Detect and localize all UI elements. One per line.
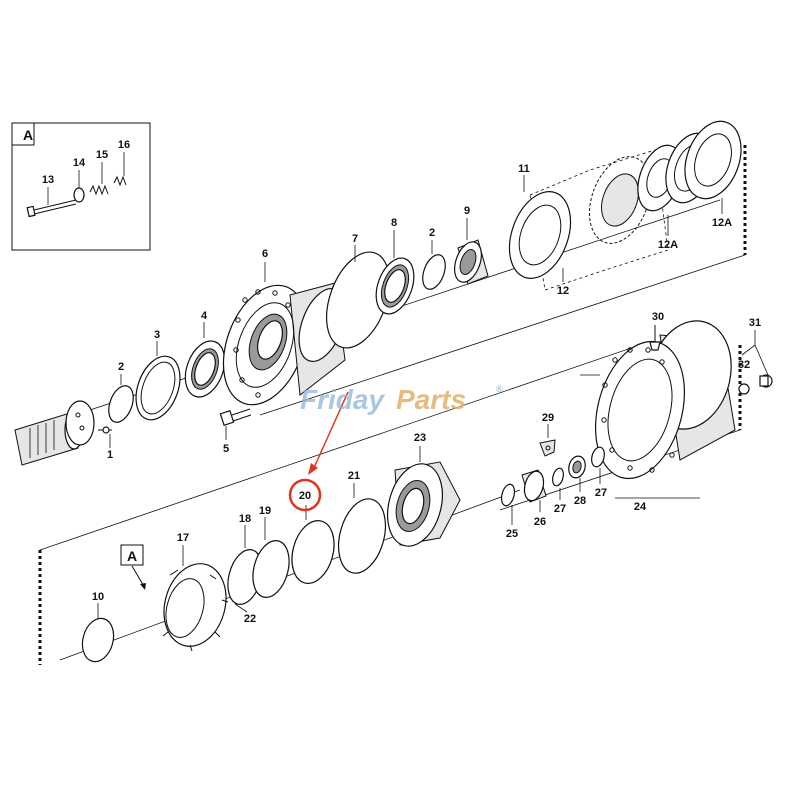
ring-19: 19 bbox=[252, 505, 290, 598]
inset-a-label: A bbox=[23, 127, 33, 143]
callout-12a-right: 12A bbox=[712, 217, 732, 229]
callout-13: 13 bbox=[42, 174, 54, 186]
callout-29: 29 bbox=[542, 412, 554, 424]
ring-20[interactable]: 20 bbox=[285, 391, 349, 588]
watermark-mark: ® bbox=[496, 384, 503, 394]
ref-marker-a: A bbox=[120, 544, 146, 590]
callout-4: 4 bbox=[201, 310, 208, 322]
bolt-5: 5 bbox=[219, 408, 252, 455]
callout-26: 26 bbox=[534, 516, 546, 528]
ring-3: 3 bbox=[135, 329, 181, 421]
callout-1: 1 bbox=[107, 449, 113, 461]
o-ring-2-right: 2 bbox=[422, 227, 446, 290]
callout-17: 17 bbox=[177, 532, 189, 544]
small-parts: 25 26 27 28 27 bbox=[500, 446, 607, 540]
callout-12: 12 bbox=[557, 285, 569, 297]
callout-6: 6 bbox=[262, 248, 268, 260]
plug-31-32: 31 32 bbox=[738, 317, 773, 395]
callout-30: 30 bbox=[652, 311, 664, 323]
callout-18: 18 bbox=[239, 513, 251, 525]
callout-2-left: 2 bbox=[118, 361, 124, 373]
callout-28: 28 bbox=[574, 495, 586, 507]
callout-7: 7 bbox=[352, 233, 358, 245]
watermark-part1: Friday bbox=[300, 384, 385, 415]
bearing-9: 9 bbox=[454, 205, 489, 285]
callout-21: 21 bbox=[348, 470, 360, 482]
callout-5: 5 bbox=[223, 443, 229, 455]
flange-1: 1 bbox=[65, 400, 113, 461]
ring-21: 21 bbox=[337, 470, 387, 574]
highlight-circle bbox=[288, 478, 322, 512]
callout-20: 20 bbox=[299, 490, 311, 502]
callout-23: 23 bbox=[414, 432, 426, 444]
callout-32: 32 bbox=[738, 359, 750, 371]
disc-pack: 11 12 12A 12A bbox=[508, 120, 742, 297]
ring-18: 18 bbox=[227, 513, 263, 605]
inset-a: A 13 14 15 16 bbox=[11, 122, 151, 251]
callout-10: 10 bbox=[92, 591, 104, 603]
seal-4: 4 bbox=[184, 310, 226, 398]
watermark-part2: Parts bbox=[396, 384, 466, 415]
callout-12a-left: 12A bbox=[658, 239, 678, 251]
highlight-arrow bbox=[312, 391, 349, 471]
housing-24: 24 bbox=[580, 320, 736, 513]
ref-marker-a-label: A bbox=[127, 548, 137, 564]
callout-2-right: 2 bbox=[429, 227, 435, 239]
upper-frame bbox=[259, 145, 747, 416]
callout-22: 22 bbox=[244, 613, 256, 625]
callout-27-left: 27 bbox=[554, 503, 566, 515]
o-ring-10: 10 bbox=[81, 591, 115, 663]
callout-16: 16 bbox=[118, 139, 130, 151]
callout-3: 3 bbox=[154, 329, 160, 341]
o-ring-2-left: 2 bbox=[108, 361, 134, 423]
watermark: Friday Parts ® bbox=[300, 384, 503, 415]
callout-25: 25 bbox=[506, 528, 518, 540]
callout-27-right: 27 bbox=[595, 487, 607, 499]
callout-8: 8 bbox=[391, 217, 397, 229]
hub-6: 6 bbox=[222, 248, 346, 406]
callout-31: 31 bbox=[749, 317, 761, 329]
callout-15: 15 bbox=[96, 149, 108, 161]
callout-14: 14 bbox=[73, 157, 86, 169]
carrier-23: 23 bbox=[387, 432, 461, 547]
tab-washer-29: 29 bbox=[539, 412, 556, 457]
ring-gear-17: 17 22 bbox=[162, 532, 256, 652]
callout-19: 19 bbox=[259, 505, 271, 517]
bearing-8: 8 bbox=[375, 217, 415, 315]
callout-11: 11 bbox=[518, 163, 530, 175]
plug-30: 30 bbox=[649, 311, 664, 351]
callout-24: 24 bbox=[634, 501, 647, 513]
callout-9: 9 bbox=[464, 205, 470, 217]
